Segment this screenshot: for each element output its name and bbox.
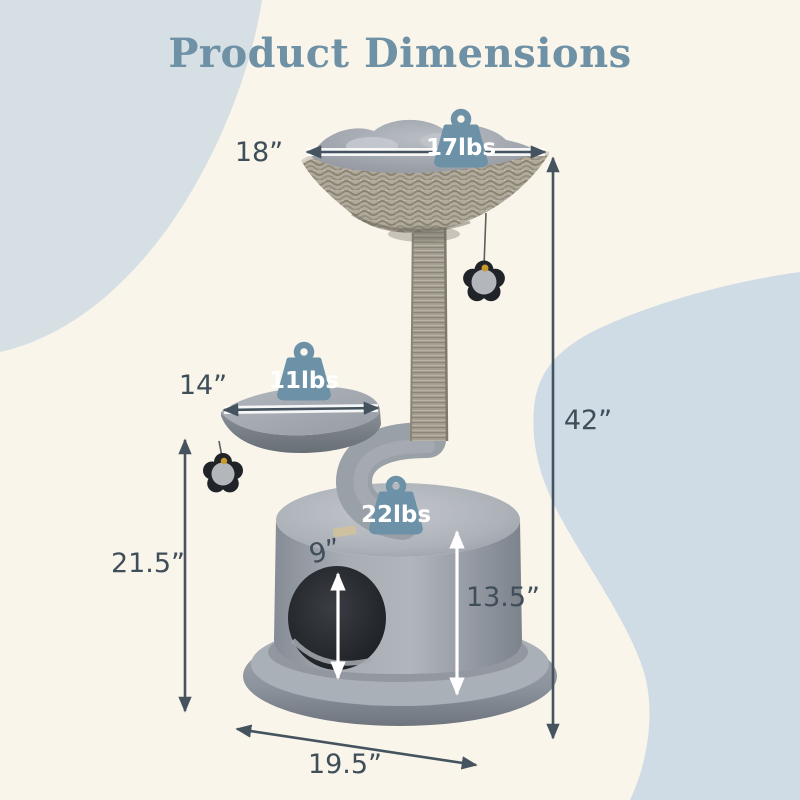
kettlebell-icon xyxy=(450,108,472,130)
flower-toy-bead xyxy=(481,264,489,272)
scratching-post xyxy=(410,209,449,442)
platform-width-arrow xyxy=(222,401,380,417)
platform-width-label: 14” xyxy=(179,370,227,401)
basket-width-label: 18” xyxy=(235,137,283,168)
condo-brand-tag xyxy=(332,525,357,538)
total-height-label: 42” xyxy=(564,405,612,436)
condo-weight-label: 22lbs xyxy=(361,502,431,528)
condo-opening-lip xyxy=(291,638,373,666)
left-height-label: 21.5” xyxy=(111,548,185,579)
cat-tree-illustration xyxy=(203,119,557,726)
weight-badge-basket: 17lbs xyxy=(426,108,496,168)
condo-height-label: 13.5” xyxy=(466,582,540,613)
weight-badge-platform: 11lbs xyxy=(269,341,339,401)
background-blob-top-left xyxy=(0,0,262,352)
kettlebell-icon xyxy=(293,341,315,363)
weight-badge-condo: 22lbs xyxy=(361,475,431,535)
basket-shadow xyxy=(388,226,460,242)
opening-diameter-label: 9” xyxy=(306,533,344,571)
platform-weight-label: 11lbs xyxy=(269,368,339,394)
basket-weight-label: 17lbs xyxy=(426,135,496,161)
hanging-flower-toy-platform xyxy=(203,440,243,493)
base-width-label: 19.5” xyxy=(308,749,382,780)
hanging-flower-toy-basket xyxy=(463,212,505,302)
base-width-arrow xyxy=(235,724,478,770)
dimension-arrows xyxy=(178,145,560,770)
page-title: Product Dimensions xyxy=(168,30,632,77)
flower-toy-bead xyxy=(220,457,228,465)
background-blob-right xyxy=(533,272,800,800)
